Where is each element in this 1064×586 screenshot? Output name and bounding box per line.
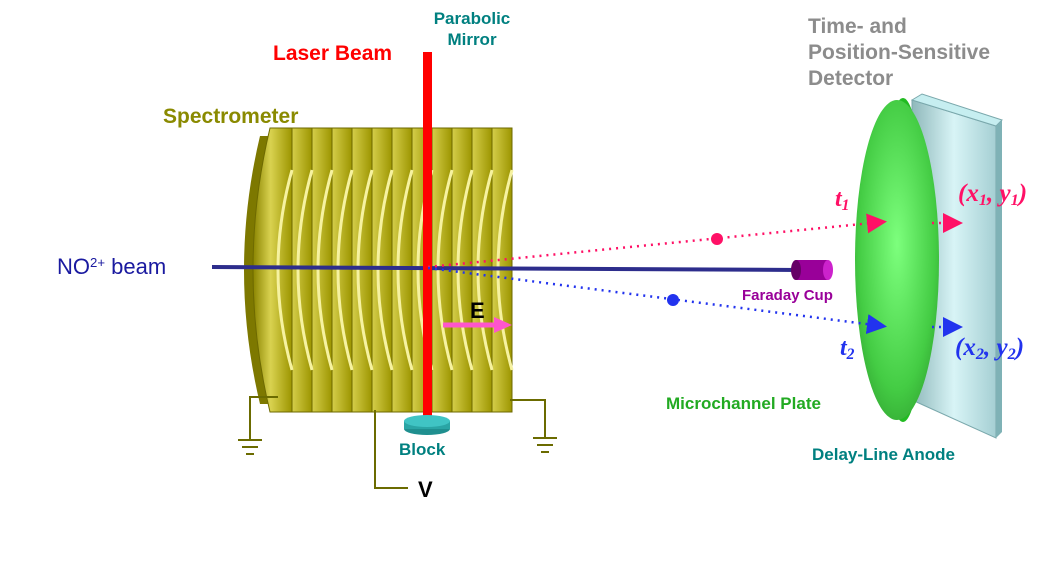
ion-beam-line xyxy=(211,265,801,272)
microchannel-plate xyxy=(855,98,939,422)
detector-label: Time- and Position-Sensitive Detector xyxy=(808,15,991,90)
beam-block xyxy=(404,415,450,435)
parabolic-mirror-label: Parabolic Mirror xyxy=(433,9,511,49)
spectrometer-plate-rim xyxy=(276,169,294,371)
ground-right xyxy=(510,399,557,453)
microchannel-plate-label: Microchannel Plate xyxy=(666,394,821,413)
spectrometer-plate-rim xyxy=(296,169,314,371)
electric-field-arrow xyxy=(443,317,512,333)
laser-beam-line xyxy=(423,52,432,422)
coord2-label: (x2, y2) xyxy=(955,334,1025,364)
spectrometer-plate-rim xyxy=(316,169,334,371)
voltage-label: V xyxy=(418,477,433,502)
voltage-wire xyxy=(374,410,408,489)
trajectory-t1 xyxy=(427,213,963,269)
spectrometer xyxy=(244,127,514,413)
spectrometer-plate xyxy=(252,127,293,413)
spectrometer-plate-rim xyxy=(396,169,414,371)
particle-1-marker xyxy=(711,233,723,245)
trajectory-t2 xyxy=(427,266,963,337)
spectrometer-plate-rim xyxy=(336,169,354,371)
t1-label: t1 xyxy=(835,186,850,214)
t2-label: t2 xyxy=(840,335,855,363)
block-label: Block xyxy=(399,440,446,459)
spectrometer-plate-rim xyxy=(356,169,374,371)
faraday-cup xyxy=(791,260,833,280)
particle-2-marker xyxy=(667,294,679,306)
ground-left xyxy=(238,396,278,455)
spectrometer-label: Spectrometer xyxy=(163,105,299,128)
coord1-label: (x1, y1) xyxy=(958,180,1028,210)
spectrometer-front-ring xyxy=(244,136,268,404)
field-label: E xyxy=(470,298,485,323)
spectrometer-plate-rim xyxy=(376,169,394,371)
laser-beam-label: Laser Beam xyxy=(273,42,393,65)
faraday-cup-label: Faraday Cup xyxy=(742,287,833,304)
delay-line-anode-label: Delay-Line Anode xyxy=(812,445,955,464)
ion-beam-label: NO2+ beam xyxy=(57,254,167,279)
